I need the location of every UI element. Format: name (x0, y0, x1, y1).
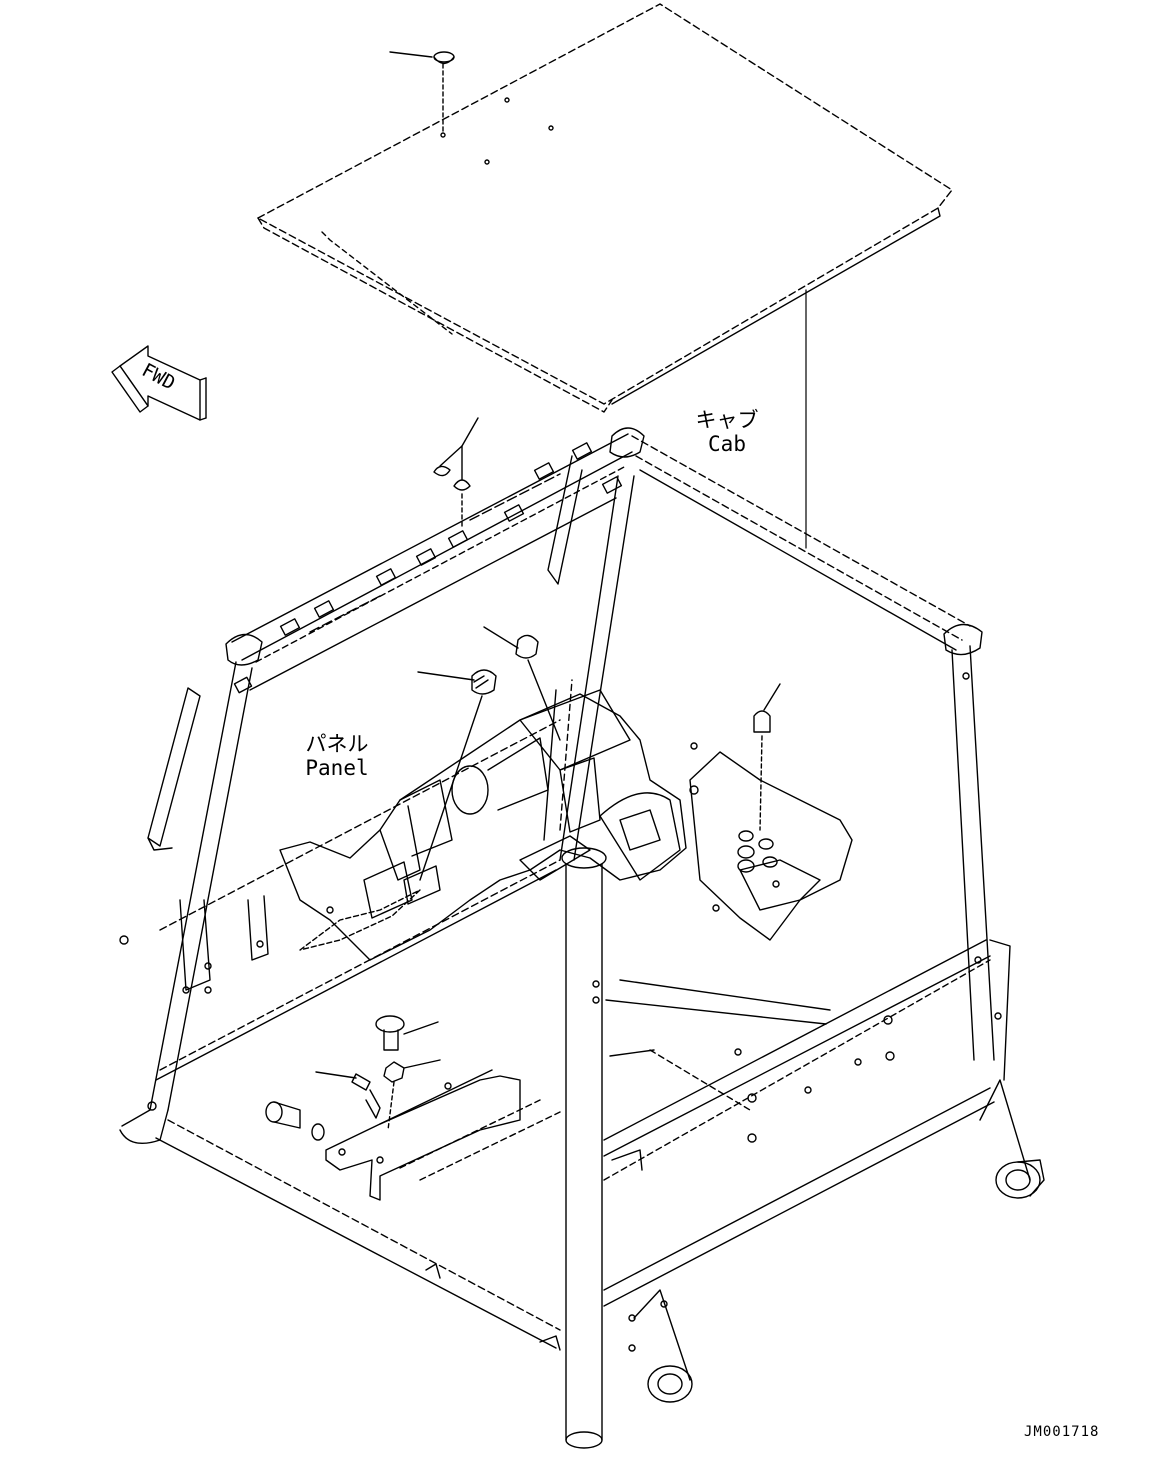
cab-label-en: Cab (708, 432, 746, 456)
rail-clips (233, 442, 623, 694)
roof-panel (257, 3, 953, 413)
fwd-arrow-icon (111, 345, 207, 421)
cab-label: キャブ Cab (690, 408, 764, 456)
grommet-2 (417, 669, 497, 881)
cap-right (753, 683, 781, 831)
cab-label-jp: キャブ (695, 408, 759, 432)
panel-label-en: Panel (305, 756, 369, 780)
clip-pair-top (433, 417, 479, 529)
dashboard-panel (279, 689, 853, 961)
drawing-number: JM001718 (1024, 1424, 1100, 1440)
roof-plug (389, 51, 455, 134)
panel-label: パネル Panel (300, 732, 374, 780)
grommet-1 (483, 626, 561, 741)
panel-label-jp: パネル (305, 732, 369, 756)
bolt-washer-parts (265, 1015, 521, 1201)
fwd-label: FWD (138, 359, 179, 395)
cab-frame (119, 427, 1045, 1449)
